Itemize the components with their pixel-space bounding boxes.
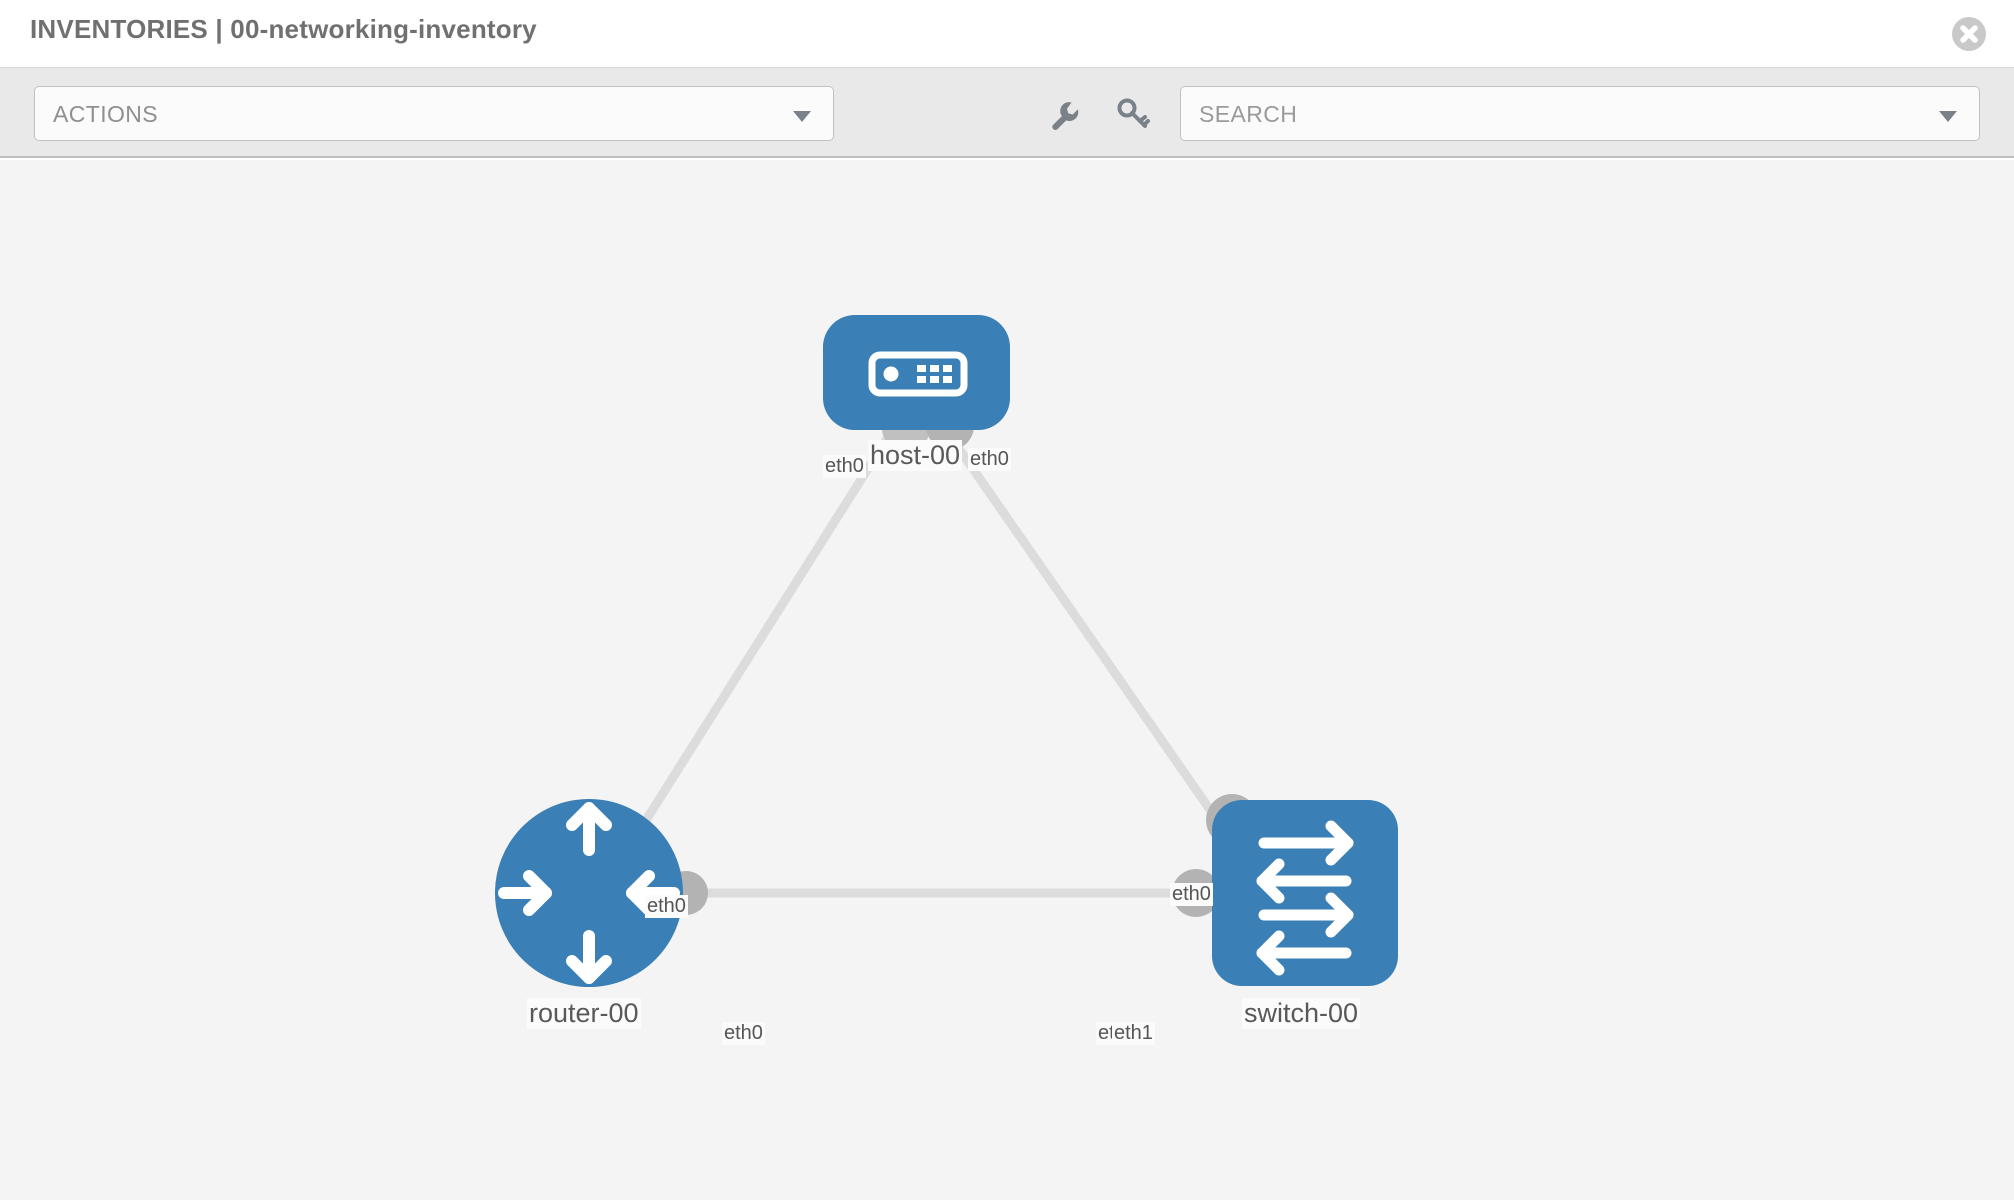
actions-dropdown[interactable]: ACTIONS (34, 86, 834, 141)
node-label-host-00: host-00 (868, 440, 963, 471)
node-host-00[interactable] (823, 315, 1010, 430)
close-icon (1960, 25, 1978, 43)
chevron-down-icon[interactable] (1939, 111, 1957, 122)
edge-label-host-eth0-left: eth0 (823, 455, 866, 478)
node-label-router-00: router-00 (527, 998, 641, 1029)
link-host-router[interactable] (596, 407, 909, 896)
page-header: INVENTORIES | 00-networking-inventory (0, 0, 2014, 68)
close-button[interactable] (1952, 17, 1986, 51)
toolbar: ACTIONS SEARCH (0, 68, 2014, 158)
edge-label-switch-eth1-left: eth1 (1112, 1022, 1155, 1045)
actions-dropdown-label: ACTIONS (53, 101, 159, 127)
node-switch-00[interactable] (1212, 800, 1398, 986)
edge-label-host-eth0-right: eth0 (968, 448, 1011, 471)
edge-label-switch-eth0-up: eth0 (1170, 883, 1213, 906)
wrench-icon (1052, 102, 1079, 130)
search-placeholder: SEARCH (1199, 101, 1298, 127)
topology-canvas[interactable]: host-00 router-00 switch-00 eth0 eth0 et… (0, 160, 2014, 1200)
key-icon (1117, 98, 1150, 128)
chevron-down-icon (793, 111, 811, 122)
node-router-00[interactable] (495, 799, 683, 987)
router-four-arrows-icon (498, 802, 680, 984)
edge-label-router-eth0-up: eth0 (645, 895, 688, 918)
search-input[interactable]: SEARCH (1180, 86, 1980, 141)
edge-label-router-eth0-right: eth0 (722, 1022, 765, 1045)
switch-exchange-arrows-icon (1256, 820, 1354, 976)
node-label-switch-00: switch-00 (1242, 998, 1361, 1029)
server-device-icon (868, 351, 968, 397)
page-title: INVENTORIES | 00-networking-inventory (30, 14, 537, 44)
key-button[interactable] (1112, 94, 1152, 134)
link-host-switch[interactable] (928, 407, 1242, 853)
wrench-button[interactable] (1044, 94, 1084, 134)
topology-graph (495, 315, 1398, 987)
